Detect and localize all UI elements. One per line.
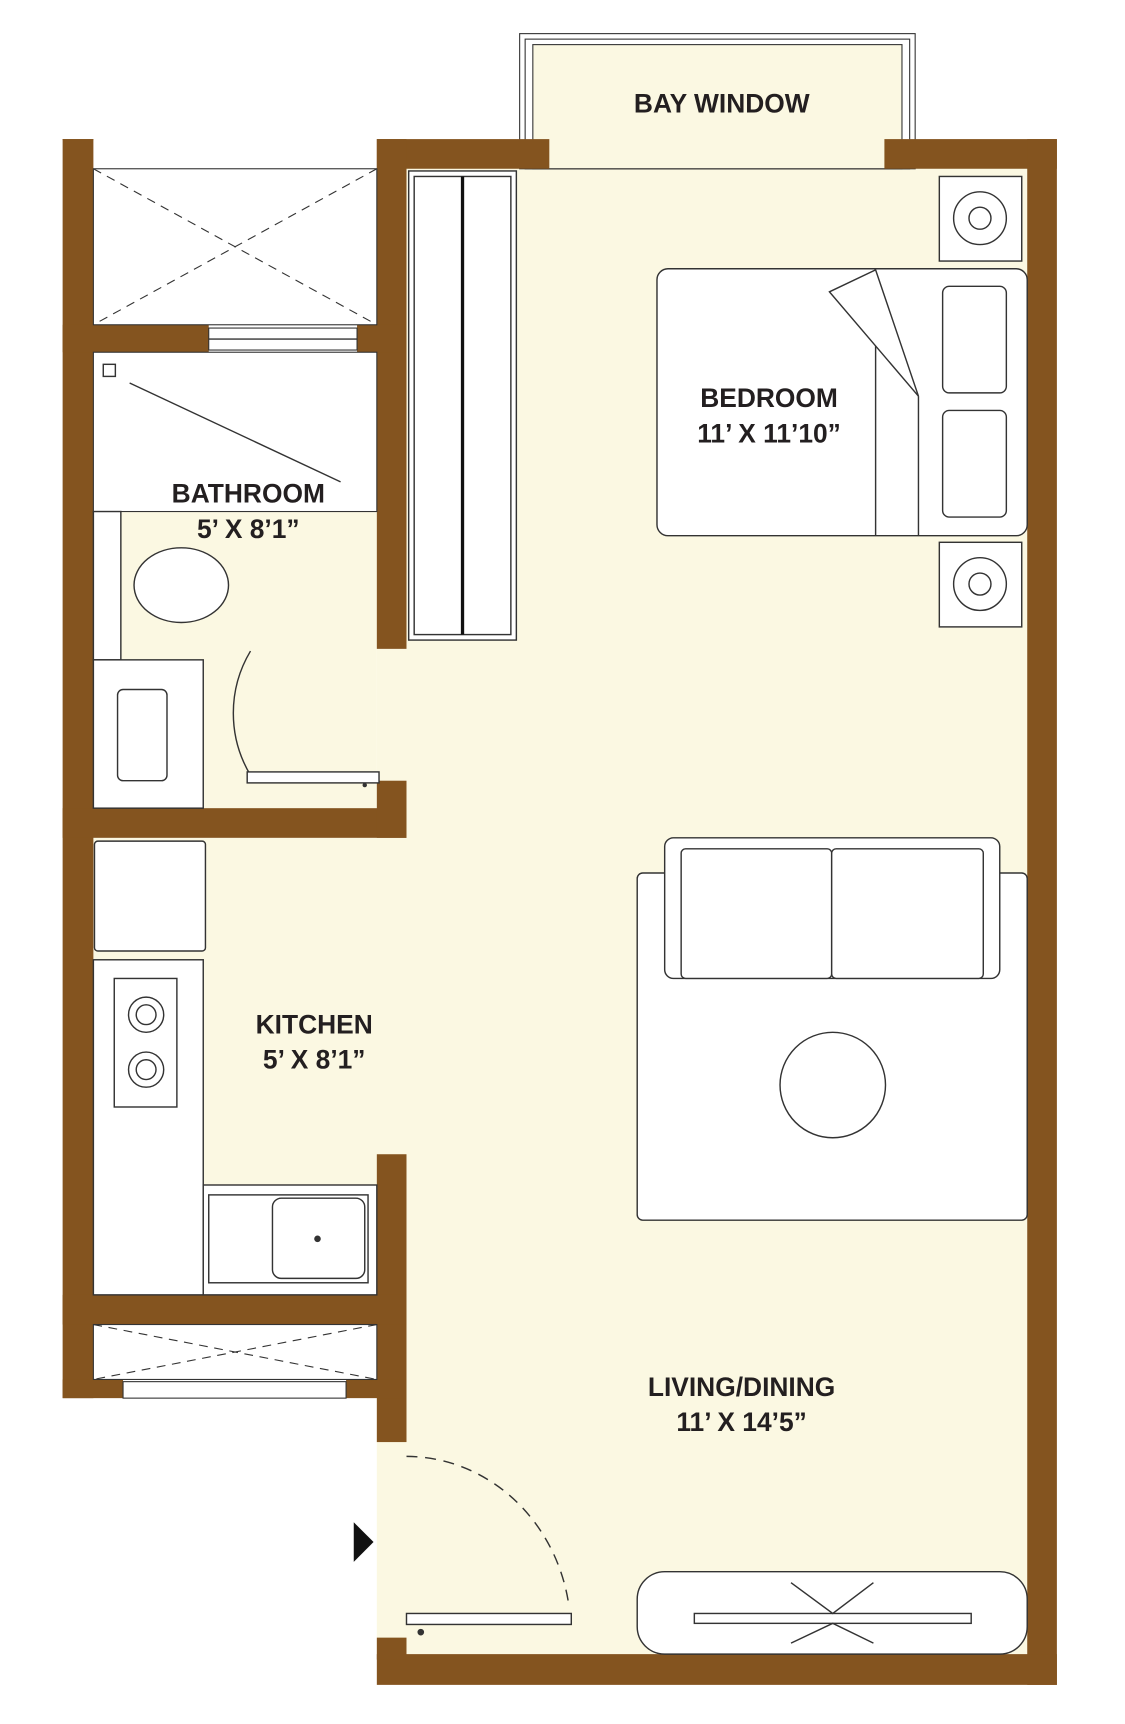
- lower-balcony: [92, 1323, 378, 1399]
- entry-door: [353, 1455, 573, 1636]
- wardrobe: [407, 170, 518, 641]
- bathroom-fixtures: [92, 351, 380, 809]
- bedroom-size: 11’ X 11’10”: [697, 418, 841, 448]
- kitchen-size: 5’ X 8’1”: [263, 1045, 366, 1075]
- bay-window: [519, 33, 916, 170]
- kitchen-fixtures: [92, 840, 378, 1296]
- bathroom-size: 5’ X 8’1”: [197, 514, 300, 544]
- bay-window-label: BAY WINDOW: [634, 89, 810, 119]
- walls: [62, 139, 1057, 1685]
- bathroom-label: BATHROOM: [172, 479, 325, 509]
- living-size: 11’ X 14’5”: [676, 1407, 806, 1437]
- living-label: LIVING/DINING: [648, 1372, 835, 1402]
- bed: [656, 175, 1028, 628]
- upper-balcony: [92, 168, 378, 351]
- living-furniture: [636, 837, 1028, 1655]
- entry-arrow-icon: [353, 1522, 374, 1562]
- kitchen-label: KITCHEN: [256, 1009, 373, 1039]
- bedroom-label: BEDROOM: [700, 383, 838, 413]
